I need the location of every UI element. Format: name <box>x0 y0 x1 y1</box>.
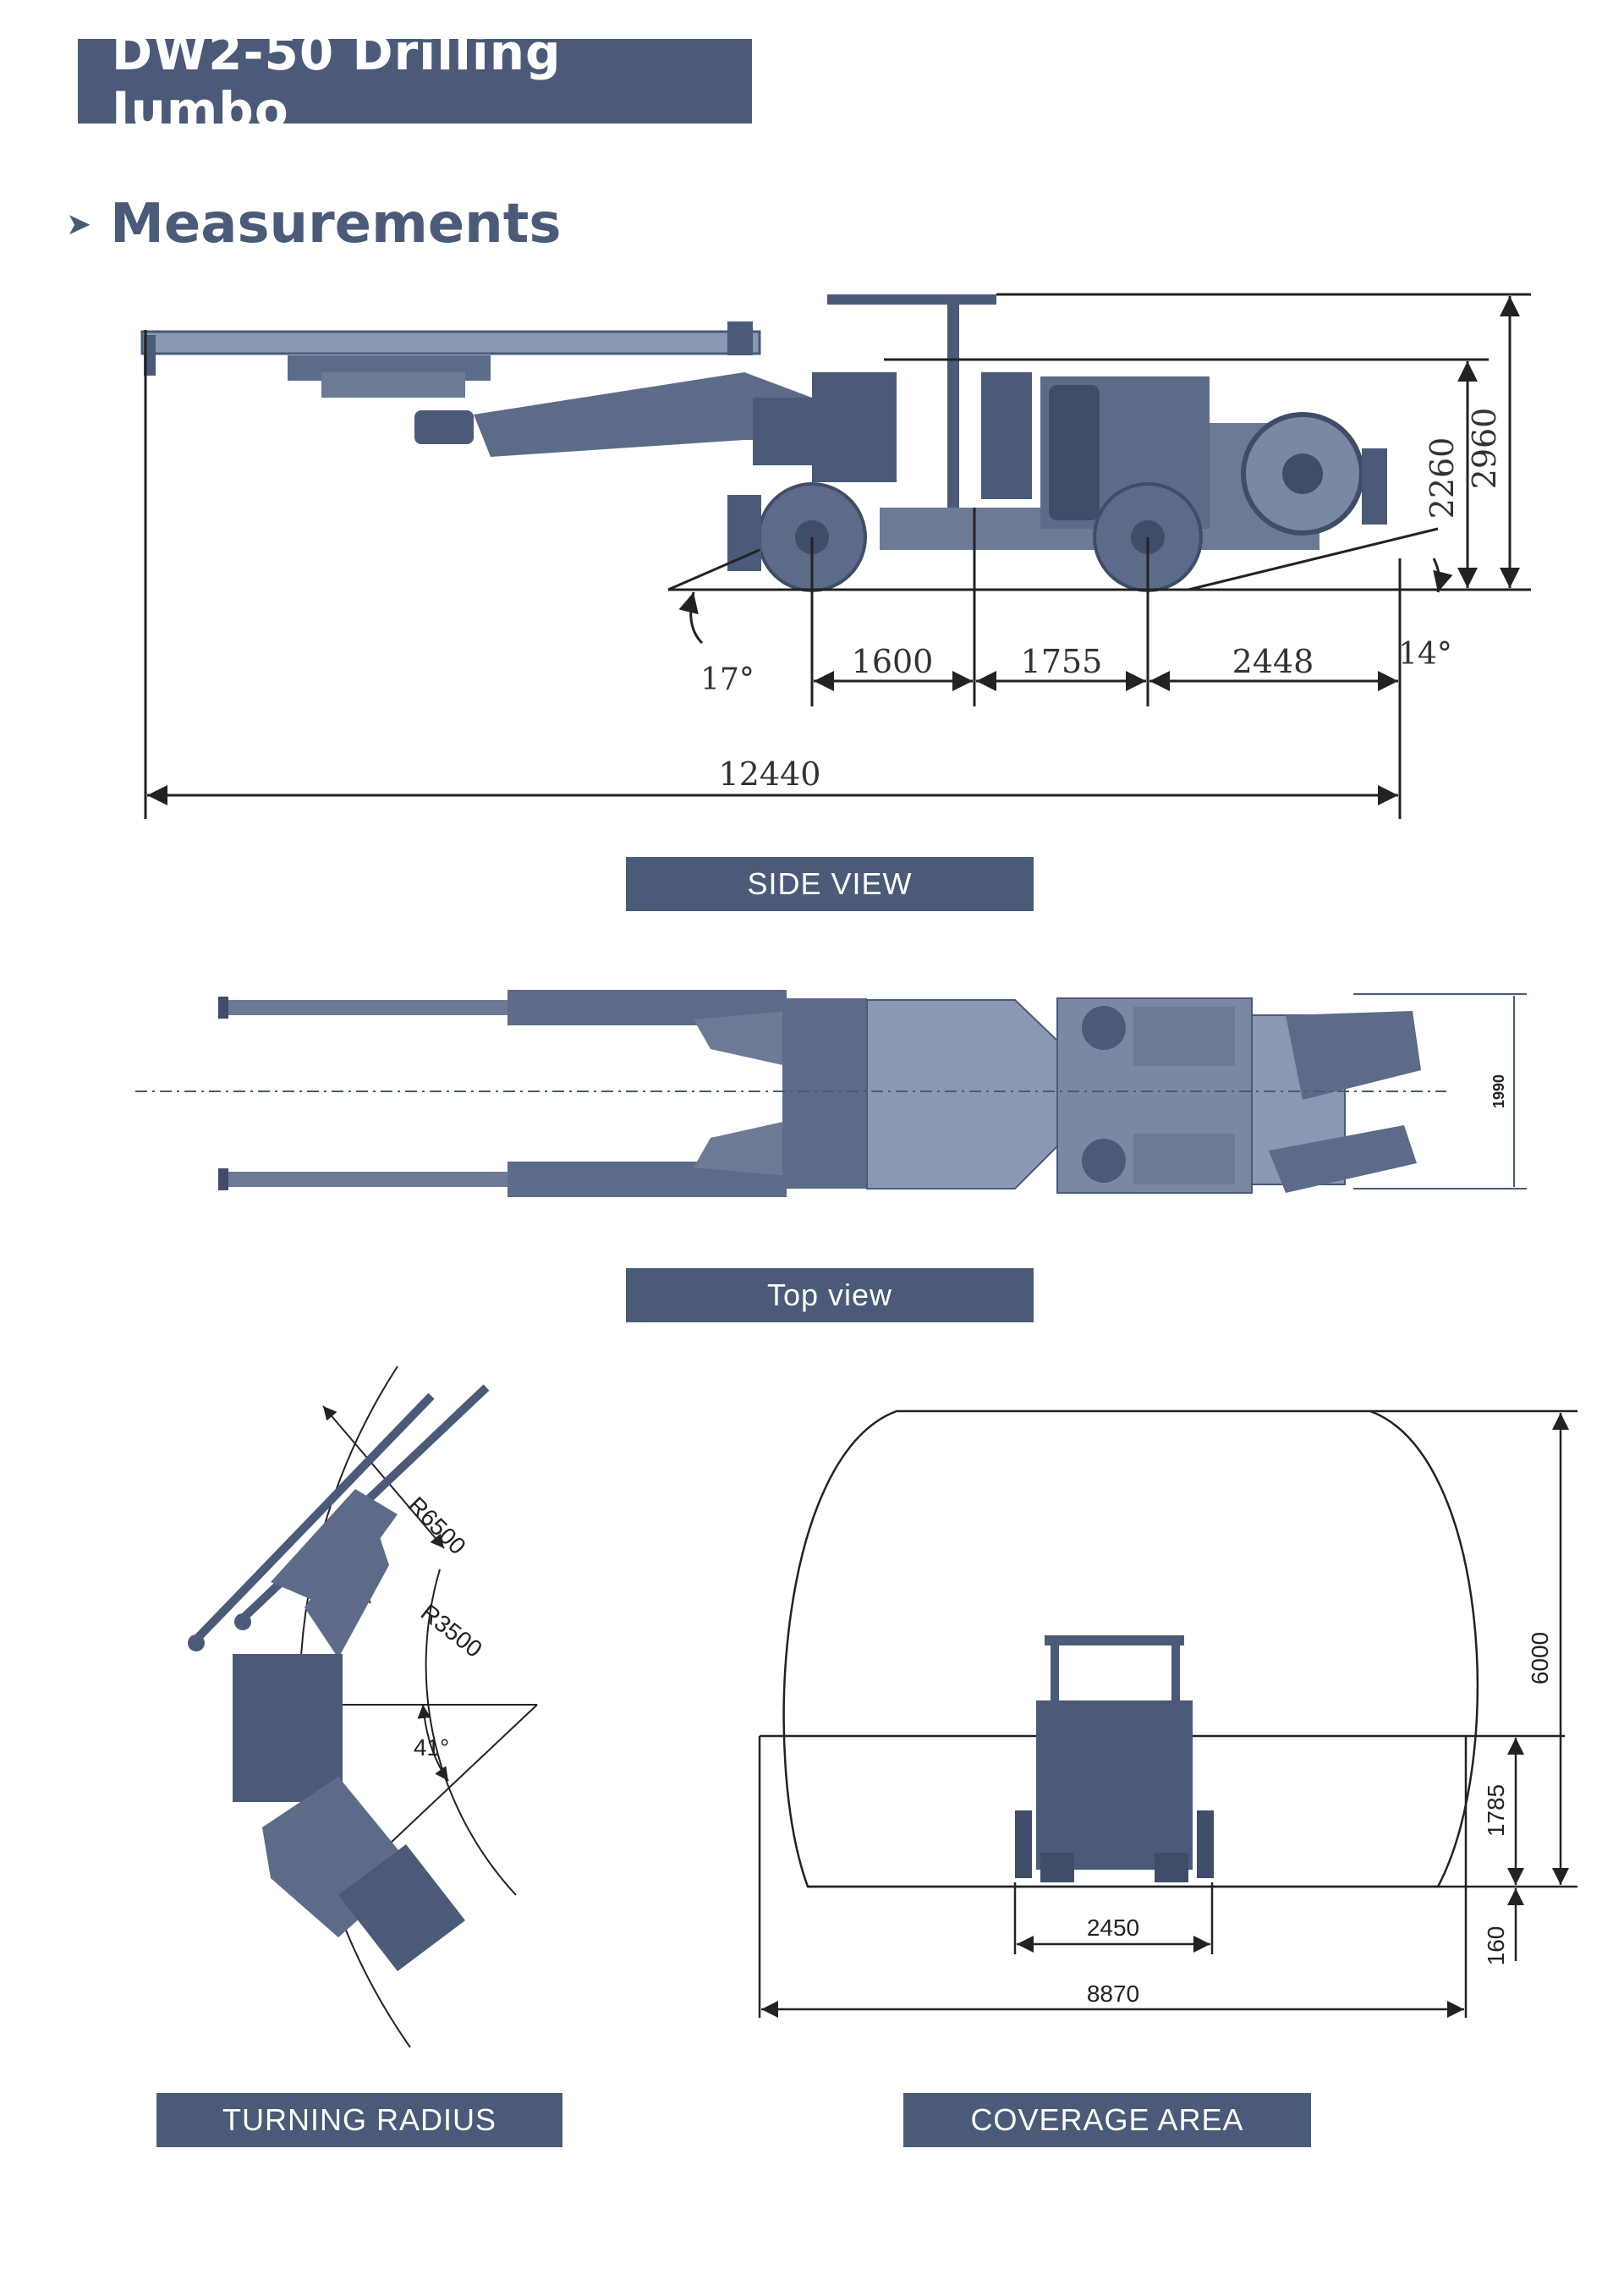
dim-2260: 2260 <box>1424 437 1461 519</box>
section-title: Measurements <box>110 193 562 255</box>
dim-2448: 2448 <box>1232 643 1314 680</box>
top-view-caption: Top view <box>626 1268 1034 1322</box>
dim-2960: 2960 <box>1466 408 1503 490</box>
arrow-icon: ➤ <box>66 206 92 242</box>
dim-angle-front: 17° <box>700 662 754 697</box>
coverage-area-caption: COVERAGE AREA <box>903 2093 1311 2147</box>
turning-radius-caption: TURNING RADIUS <box>156 2093 562 2147</box>
title-banner: DW2-50 Drilling Jumbo <box>78 24 752 139</box>
side-view-machine <box>140 294 1387 592</box>
dim-angle-rear: 14° <box>1398 637 1452 672</box>
side-view-caption: SIDE VIEW <box>626 857 1034 911</box>
section-heading: ➤ Measurements <box>66 193 561 255</box>
dim-1755: 1755 <box>1021 643 1103 680</box>
dim-1600: 1600 <box>852 643 934 680</box>
dim-12440: 12440 <box>719 755 821 793</box>
side-view-dimension-lines <box>144 293 1531 819</box>
page-title: DW2-50 Drilling Jumbo <box>112 24 562 139</box>
